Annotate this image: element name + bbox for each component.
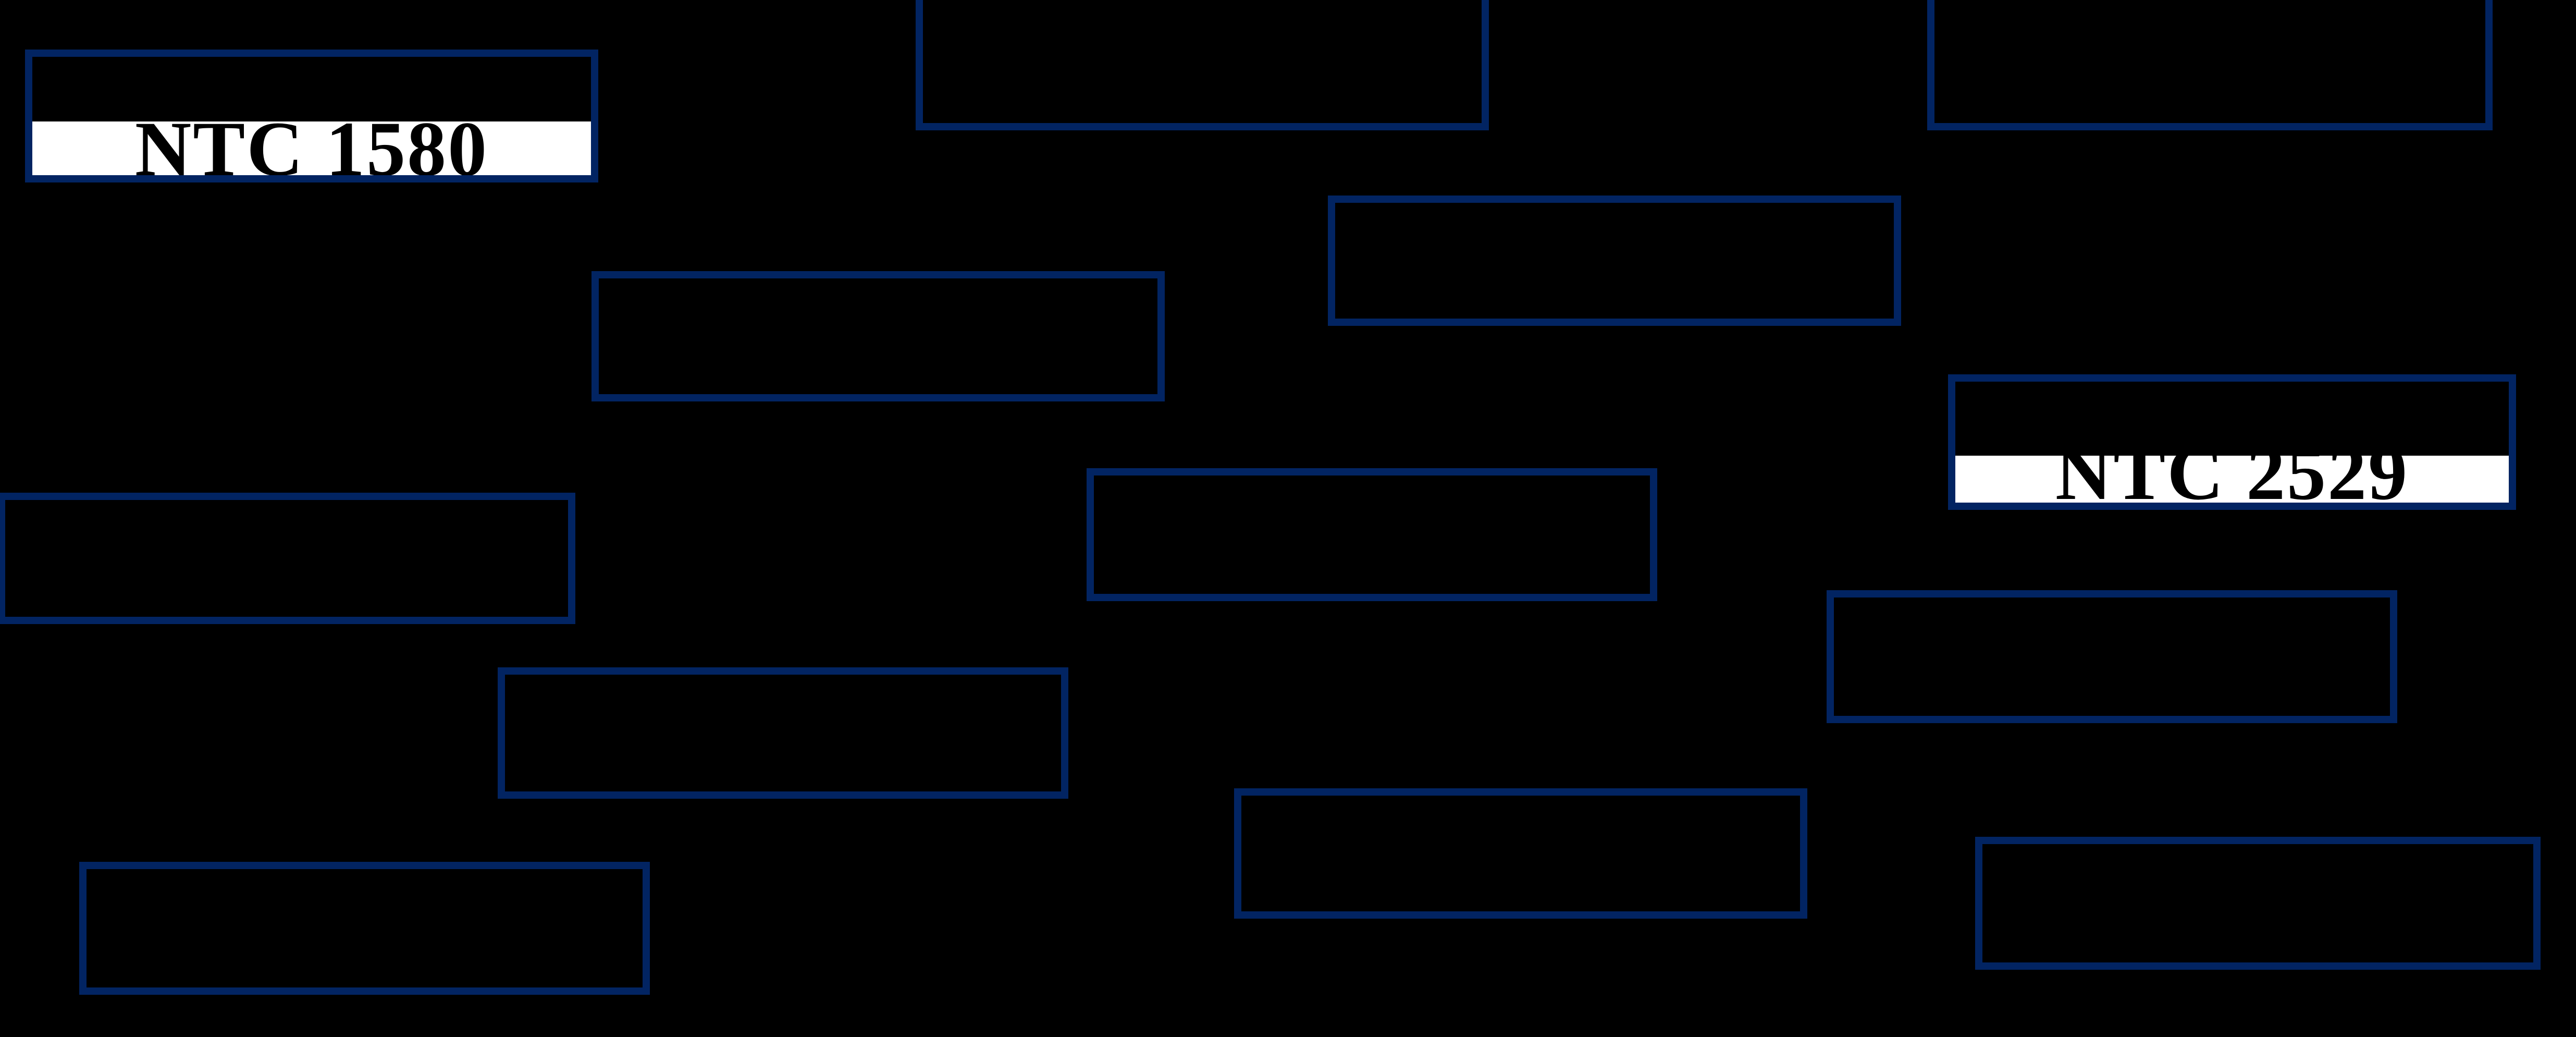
plate-detection-box[interactable] [0, 493, 575, 624]
plate-detection-box[interactable] [916, 0, 1489, 130]
plate-detection-box[interactable] [1975, 837, 2541, 970]
plate-detection-box[interactable] [1087, 468, 1657, 601]
plate-detection-box[interactable] [1234, 788, 1807, 919]
plate-detection-box[interactable]: NTC 1580 [25, 50, 598, 182]
plate-label-text: NTC 1580 [134, 121, 489, 182]
plate-label-band: NTC 2529 [1955, 456, 2509, 503]
plate-detection-box[interactable] [591, 271, 1165, 401]
plate-detection-box[interactable] [1328, 196, 1901, 326]
plate-detection-box[interactable]: NTC 2529 [1948, 374, 2516, 510]
plate-detection-box[interactable] [498, 667, 1068, 799]
plate-label-text: NTC 2529 [2055, 456, 2409, 503]
plate-label-band [1934, 127, 2485, 130]
plate-detection-box[interactable] [1927, 0, 2493, 130]
plate-detection-box[interactable] [79, 862, 650, 995]
plate-detection-box[interactable] [1827, 590, 2397, 723]
plate-label-band [923, 127, 1482, 130]
plate-label-band: NTC 1580 [32, 121, 591, 182]
